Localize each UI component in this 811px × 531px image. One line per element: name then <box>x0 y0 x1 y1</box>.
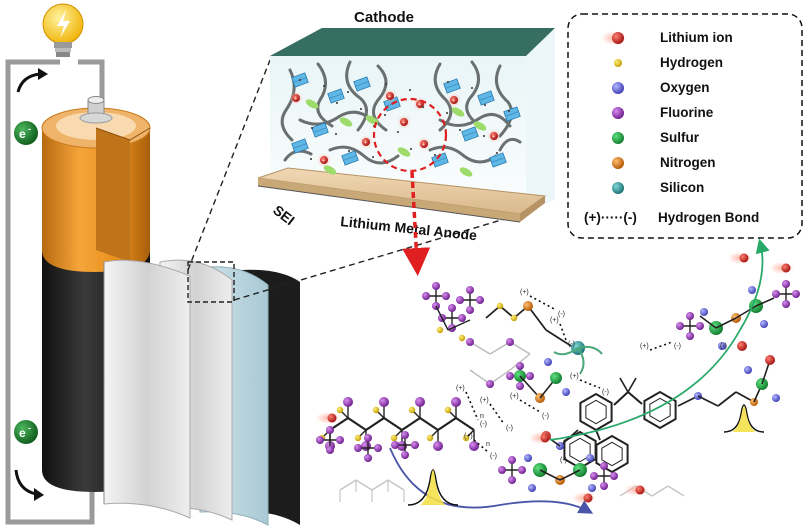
anode-label: Lithium Metal Anode <box>340 213 478 243</box>
svg-text:(-): (-) <box>560 457 567 464</box>
polymer-network: + + + + + + + + + <box>280 60 522 177</box>
svg-text:+: + <box>422 142 425 148</box>
legend-swatch-icon <box>612 182 624 194</box>
external-circuit <box>5 59 105 525</box>
svg-text:(-): (-) <box>674 343 681 350</box>
legend-label: Silicon <box>660 180 704 195</box>
legend-item-nitrogen: Nitrogen <box>612 155 716 170</box>
svg-text:(-): (-) <box>568 341 575 348</box>
svg-text:(-): (-) <box>602 389 609 396</box>
electron-top: e - <box>14 121 38 145</box>
molecular-structure: (+)(-)(+)(-)(+)(-)(+)(-)(+)(-)(+)(-)(+)(… <box>316 252 800 504</box>
svg-text:+: + <box>418 102 421 108</box>
svg-text:n: n <box>486 441 490 448</box>
legend-swatch-icon <box>612 82 624 94</box>
svg-text:(-): (-) <box>558 311 565 318</box>
svg-text:(-): (-) <box>720 343 727 350</box>
legend-swatch-icon <box>612 107 624 119</box>
legend-item-sulfur: Sulfur <box>612 130 700 145</box>
svg-text:(+): (+) <box>550 317 559 324</box>
current-arrow-top-icon <box>16 68 48 93</box>
li-transport-path-blue <box>389 447 594 514</box>
energy-barrier-peak-2 <box>723 404 765 433</box>
legend-item-hydrogen: Hydrogen <box>614 55 723 70</box>
svg-text:-: - <box>28 423 31 433</box>
light-bulb-icon <box>42 3 84 57</box>
legend-item-silicon: Silicon <box>612 180 704 195</box>
legend-bond-label: Hydrogen Bond <box>658 210 759 225</box>
legend-label: Fluorine <box>660 105 714 120</box>
cathode-label: Cathode <box>354 9 414 26</box>
svg-text:(+): (+) <box>640 343 649 350</box>
electron-top-label: e <box>19 127 26 141</box>
svg-text:(+): (+) <box>510 393 519 400</box>
legend-swatch-icon <box>612 32 624 44</box>
legend-bond-symbol: (+)·····(-) <box>584 210 637 225</box>
legend-item-lithium-ion: Lithium ion <box>601 30 733 45</box>
legend-label: Lithium ion <box>660 30 733 45</box>
svg-text:(+): (+) <box>480 397 489 404</box>
svg-text:(-): (-) <box>542 413 549 420</box>
legend-swatch-icon <box>612 132 624 144</box>
legend-label: Hydrogen <box>660 55 723 70</box>
svg-text:+: + <box>492 134 495 140</box>
svg-text:+: + <box>402 120 405 126</box>
legend-item-fluorine: Fluorine <box>612 105 714 120</box>
legend-label: Oxygen <box>660 80 710 95</box>
svg-text:+: + <box>294 96 297 102</box>
svg-text:+: + <box>322 158 325 164</box>
sei-label: SEI <box>270 202 298 229</box>
electron-bottom: e - <box>14 420 38 444</box>
legend-swatch-icon <box>612 157 624 169</box>
svg-text:n: n <box>480 413 484 420</box>
svg-text:+: + <box>388 94 391 100</box>
li-transport-path-green <box>549 238 770 441</box>
legend-item-oxygen: Oxygen <box>612 80 710 95</box>
zoom-line-right <box>233 211 529 301</box>
svg-text:(+): (+) <box>456 385 465 392</box>
zoom-arrow <box>402 171 431 276</box>
energy-barrier-peak-1 <box>407 469 459 506</box>
svg-text:(+): (+) <box>464 433 473 440</box>
legend-label: Nitrogen <box>660 155 716 170</box>
electron-bottom-label: e <box>19 426 26 440</box>
svg-text:+: + <box>364 140 367 146</box>
svg-text:(-): (-) <box>506 425 513 432</box>
zoom-source-box <box>187 261 235 303</box>
electrode-sheets <box>103 259 300 526</box>
legend-label: Sulfur <box>660 130 700 145</box>
legend-swatch-icon <box>614 59 622 67</box>
svg-text:(+): (+) <box>570 373 579 380</box>
zoom-circle <box>372 97 448 173</box>
legend: Lithium ionHydrogenOxygenFluorineSulfurN… <box>567 13 803 239</box>
current-arrow-bottom-icon <box>14 469 44 501</box>
svg-text:(-): (-) <box>480 421 487 428</box>
svg-text:+: + <box>452 98 455 104</box>
svg-text:-: - <box>28 124 31 134</box>
svg-text:(+): (+) <box>520 289 529 296</box>
svg-text:(-): (-) <box>490 453 497 460</box>
zoom-line-left <box>187 59 271 271</box>
